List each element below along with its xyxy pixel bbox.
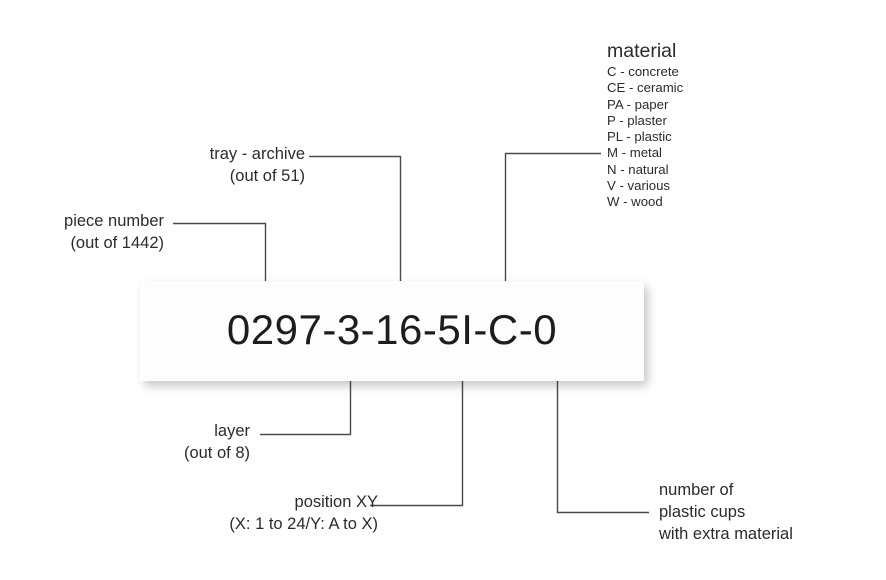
annotation-plastic-cups-line1: number of bbox=[659, 481, 734, 499]
annotation-position-xy-detail: (X: 1 to 24/Y: A to X) bbox=[229, 514, 378, 533]
annotation-layer-title: layer bbox=[214, 422, 250, 440]
annotation-position-xy: position XY (X: 1 to 24/Y: A to X) bbox=[229, 492, 378, 536]
annotation-tray-archive-detail: (out of 51) bbox=[229, 166, 305, 185]
annotation-layer: layer (out of 8) bbox=[184, 421, 250, 465]
annotation-tray-archive-title: tray - archive bbox=[209, 145, 305, 163]
material-legend-item: V - various bbox=[607, 178, 671, 194]
material-legend-item: M - metal bbox=[607, 145, 662, 161]
annotation-piece-number-detail: (out of 1442) bbox=[70, 233, 164, 252]
leader-line-material bbox=[504, 152, 601, 302]
annotation-position-xy-title: position XY bbox=[294, 493, 378, 511]
material-legend-title: material bbox=[607, 40, 677, 62]
material-legend-item: C - concrete bbox=[607, 64, 679, 79]
material-legend-item: W - wood bbox=[607, 194, 663, 210]
code-card: 0297-3-16-5I-C-0 bbox=[140, 281, 644, 381]
material-legend-item: N - natural bbox=[607, 161, 669, 177]
leader-line-position-xy bbox=[370, 362, 464, 507]
material-legend-item: PA - paper bbox=[607, 96, 669, 112]
annotation-plastic-cups: number of plastic cups with extra materi… bbox=[659, 479, 793, 545]
annotation-piece-number: piece number (out of 1442) bbox=[64, 211, 164, 255]
annotation-plastic-cups-line3: with extra material bbox=[659, 525, 793, 544]
material-legend: material C - concrete CE - ceramic PA - … bbox=[607, 40, 683, 211]
annotation-piece-number-title: piece number bbox=[64, 212, 164, 230]
material-legend-item: CE - ceramic bbox=[607, 80, 684, 96]
annotation-tray-archive: tray - archive (out of 51) bbox=[210, 144, 305, 188]
material-legend-item: PL - plastic bbox=[607, 129, 672, 145]
annotation-plastic-cups-line2: plastic cups bbox=[659, 503, 746, 522]
leader-line-plastic-cups bbox=[556, 362, 649, 514]
material-legend-item: P - plaster bbox=[607, 112, 667, 128]
code-value: 0297-3-16-5I-C-0 bbox=[226, 306, 558, 353]
annotation-layer-detail: (out of 8) bbox=[183, 443, 250, 462]
material-legend-list: C - concrete CE - ceramic PA - paper P -… bbox=[607, 64, 683, 211]
